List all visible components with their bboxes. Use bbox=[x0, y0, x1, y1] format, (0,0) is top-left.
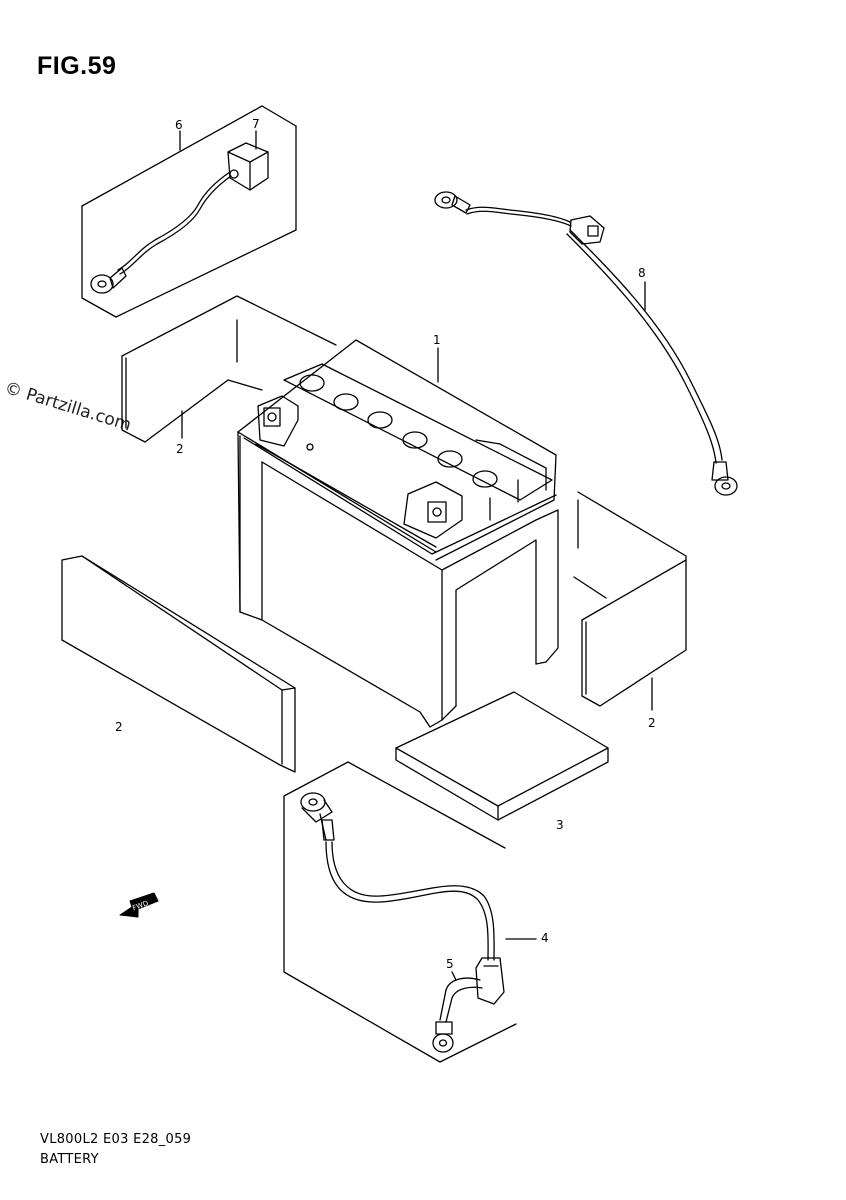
part-2-pad-bottom-left bbox=[62, 556, 295, 772]
callout-1[interactable]: 1 bbox=[433, 333, 441, 347]
inset-ground-cable bbox=[284, 762, 536, 1062]
inset-cable-cover bbox=[82, 106, 296, 317]
callout-3[interactable]: 3 bbox=[556, 818, 564, 832]
part-2-pad-top-left bbox=[122, 296, 336, 442]
callout-2-top-left[interactable]: 2 bbox=[176, 442, 184, 456]
part-3-bottom-plate bbox=[396, 692, 608, 820]
callout-2-right[interactable]: 2 bbox=[648, 716, 656, 730]
callout-7[interactable]: 7 bbox=[252, 117, 260, 131]
fwd-arrow-icon: FWD bbox=[120, 893, 158, 917]
part-2-pad-right bbox=[574, 492, 686, 710]
callout-2-bottom-left[interactable]: 2 bbox=[115, 720, 123, 734]
part-8-battery-cable bbox=[435, 192, 737, 495]
callout-5[interactable]: 5 bbox=[446, 957, 454, 971]
assembly-name: BATTERY bbox=[40, 1152, 99, 1167]
drawing-code: VL800L2 E03 E28_059 bbox=[40, 1132, 192, 1147]
part-1-battery bbox=[238, 340, 558, 727]
figure-title: FIG.59 bbox=[37, 52, 117, 80]
callout-8[interactable]: 8 bbox=[638, 266, 646, 280]
callout-6[interactable]: 6 bbox=[175, 118, 183, 132]
callout-4[interactable]: 4 bbox=[541, 931, 549, 945]
